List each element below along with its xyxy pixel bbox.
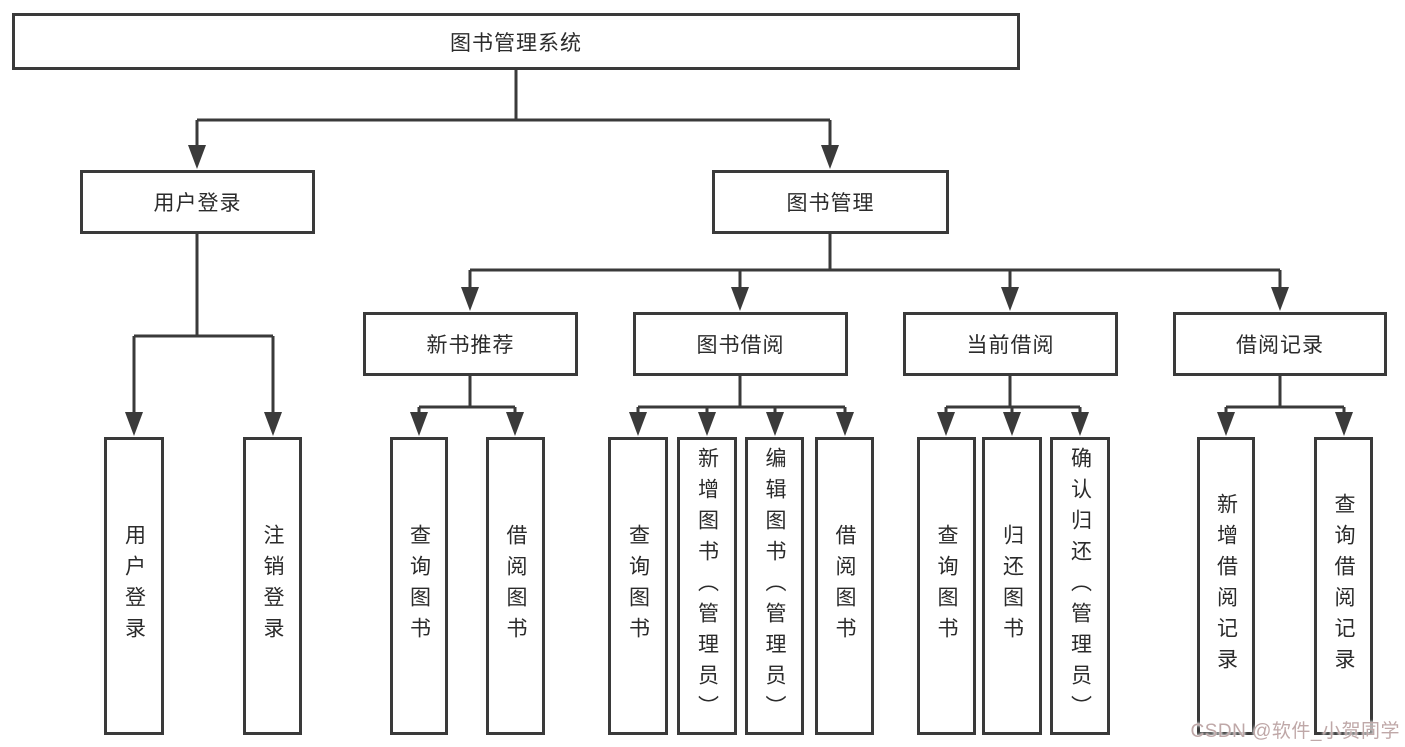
node-label: 借阅记录 bbox=[1236, 334, 1324, 357]
leaf-label: 归还图书 bbox=[1000, 524, 1024, 648]
leaf-records-add-record: 新增借阅记录 bbox=[1197, 437, 1255, 735]
node-label: 图书管理 bbox=[786, 192, 875, 215]
node-label: 新书推荐 bbox=[426, 334, 515, 357]
borrow-records-group-lines bbox=[1224, 376, 1346, 414]
leaf-borrow-query-book: 查询图书 bbox=[608, 437, 668, 735]
watermark: CSDN @软件_小贺同学 bbox=[1190, 721, 1400, 742]
leaf-label: 确认归还（管理员） bbox=[1068, 446, 1092, 726]
node-book-management: 图书管理 bbox=[712, 170, 949, 234]
node-user-login: 用户登录 bbox=[80, 170, 315, 234]
leaf-label: 注销登录 bbox=[261, 524, 284, 648]
node-borrowing-records: 借阅记录 bbox=[1173, 312, 1387, 376]
current-borrow-group-arrows bbox=[937, 412, 1089, 436]
node-book-borrowing: 图书借阅 bbox=[633, 312, 848, 376]
node-label: 图书借阅 bbox=[696, 334, 785, 357]
leaf-current-return-book: 归还图书 bbox=[982, 437, 1042, 735]
book-management-branch-lines bbox=[468, 234, 1282, 289]
current-borrow-group-lines bbox=[944, 376, 1082, 414]
leaf-current-query-book: 查询图书 bbox=[917, 437, 976, 735]
new-book-group-lines bbox=[417, 376, 517, 414]
node-library-management-system: 图书管理系统 bbox=[12, 13, 1020, 70]
root-to-level2-arrows bbox=[188, 145, 839, 169]
leaf-recommend-query-book: 查询图书 bbox=[390, 437, 448, 735]
leaf-recommend-borrow-book: 借阅图书 bbox=[486, 437, 545, 735]
new-book-group-arrows bbox=[410, 412, 524, 436]
leaf-logout-login: 注销登录 bbox=[243, 437, 302, 735]
book-management-branch-arrows bbox=[461, 287, 1289, 311]
leaf-label: 查询图书 bbox=[935, 524, 958, 648]
leaf-records-query-record: 查询借阅记录 bbox=[1314, 437, 1373, 735]
leaf-user-login: 用户登录 bbox=[104, 437, 164, 735]
root-to-level2-lines bbox=[195, 70, 832, 148]
leaf-label: 新增图书（管理员） bbox=[695, 446, 719, 726]
leaf-label: 借阅图书 bbox=[504, 524, 527, 648]
leaf-label: 编辑图书（管理员） bbox=[763, 446, 786, 726]
leaf-borrow-add-book-admin: 新增图书（管理员） bbox=[677, 437, 737, 735]
leaf-label: 查询图书 bbox=[626, 524, 650, 648]
user-login-branch-arrows bbox=[125, 412, 282, 436]
leaf-current-confirm-return-admin: 确认归还（管理员） bbox=[1050, 437, 1110, 735]
leaf-label: 新增借阅记录 bbox=[1214, 493, 1238, 679]
book-borrow-group-arrows bbox=[629, 412, 854, 436]
node-label: 用户登录 bbox=[153, 192, 242, 215]
node-label: 当前借阅 bbox=[966, 334, 1055, 357]
leaf-label: 查询图书 bbox=[407, 524, 431, 648]
user-login-branch-lines bbox=[132, 234, 275, 414]
leaf-label: 借阅图书 bbox=[833, 524, 856, 648]
leaf-borrow-edit-book-admin: 编辑图书（管理员） bbox=[745, 437, 804, 735]
node-label: 图书管理系统 bbox=[450, 31, 582, 55]
leaf-label: 用户登录 bbox=[122, 524, 146, 648]
leaf-borrow-borrow-book: 借阅图书 bbox=[815, 437, 874, 735]
book-borrow-group-lines bbox=[636, 376, 847, 414]
leaf-label: 查询借阅记录 bbox=[1332, 493, 1355, 679]
node-current-borrowing: 当前借阅 bbox=[903, 312, 1118, 376]
node-new-book-recommendation: 新书推荐 bbox=[363, 312, 578, 376]
borrow-records-group-arrows bbox=[1217, 412, 1353, 436]
